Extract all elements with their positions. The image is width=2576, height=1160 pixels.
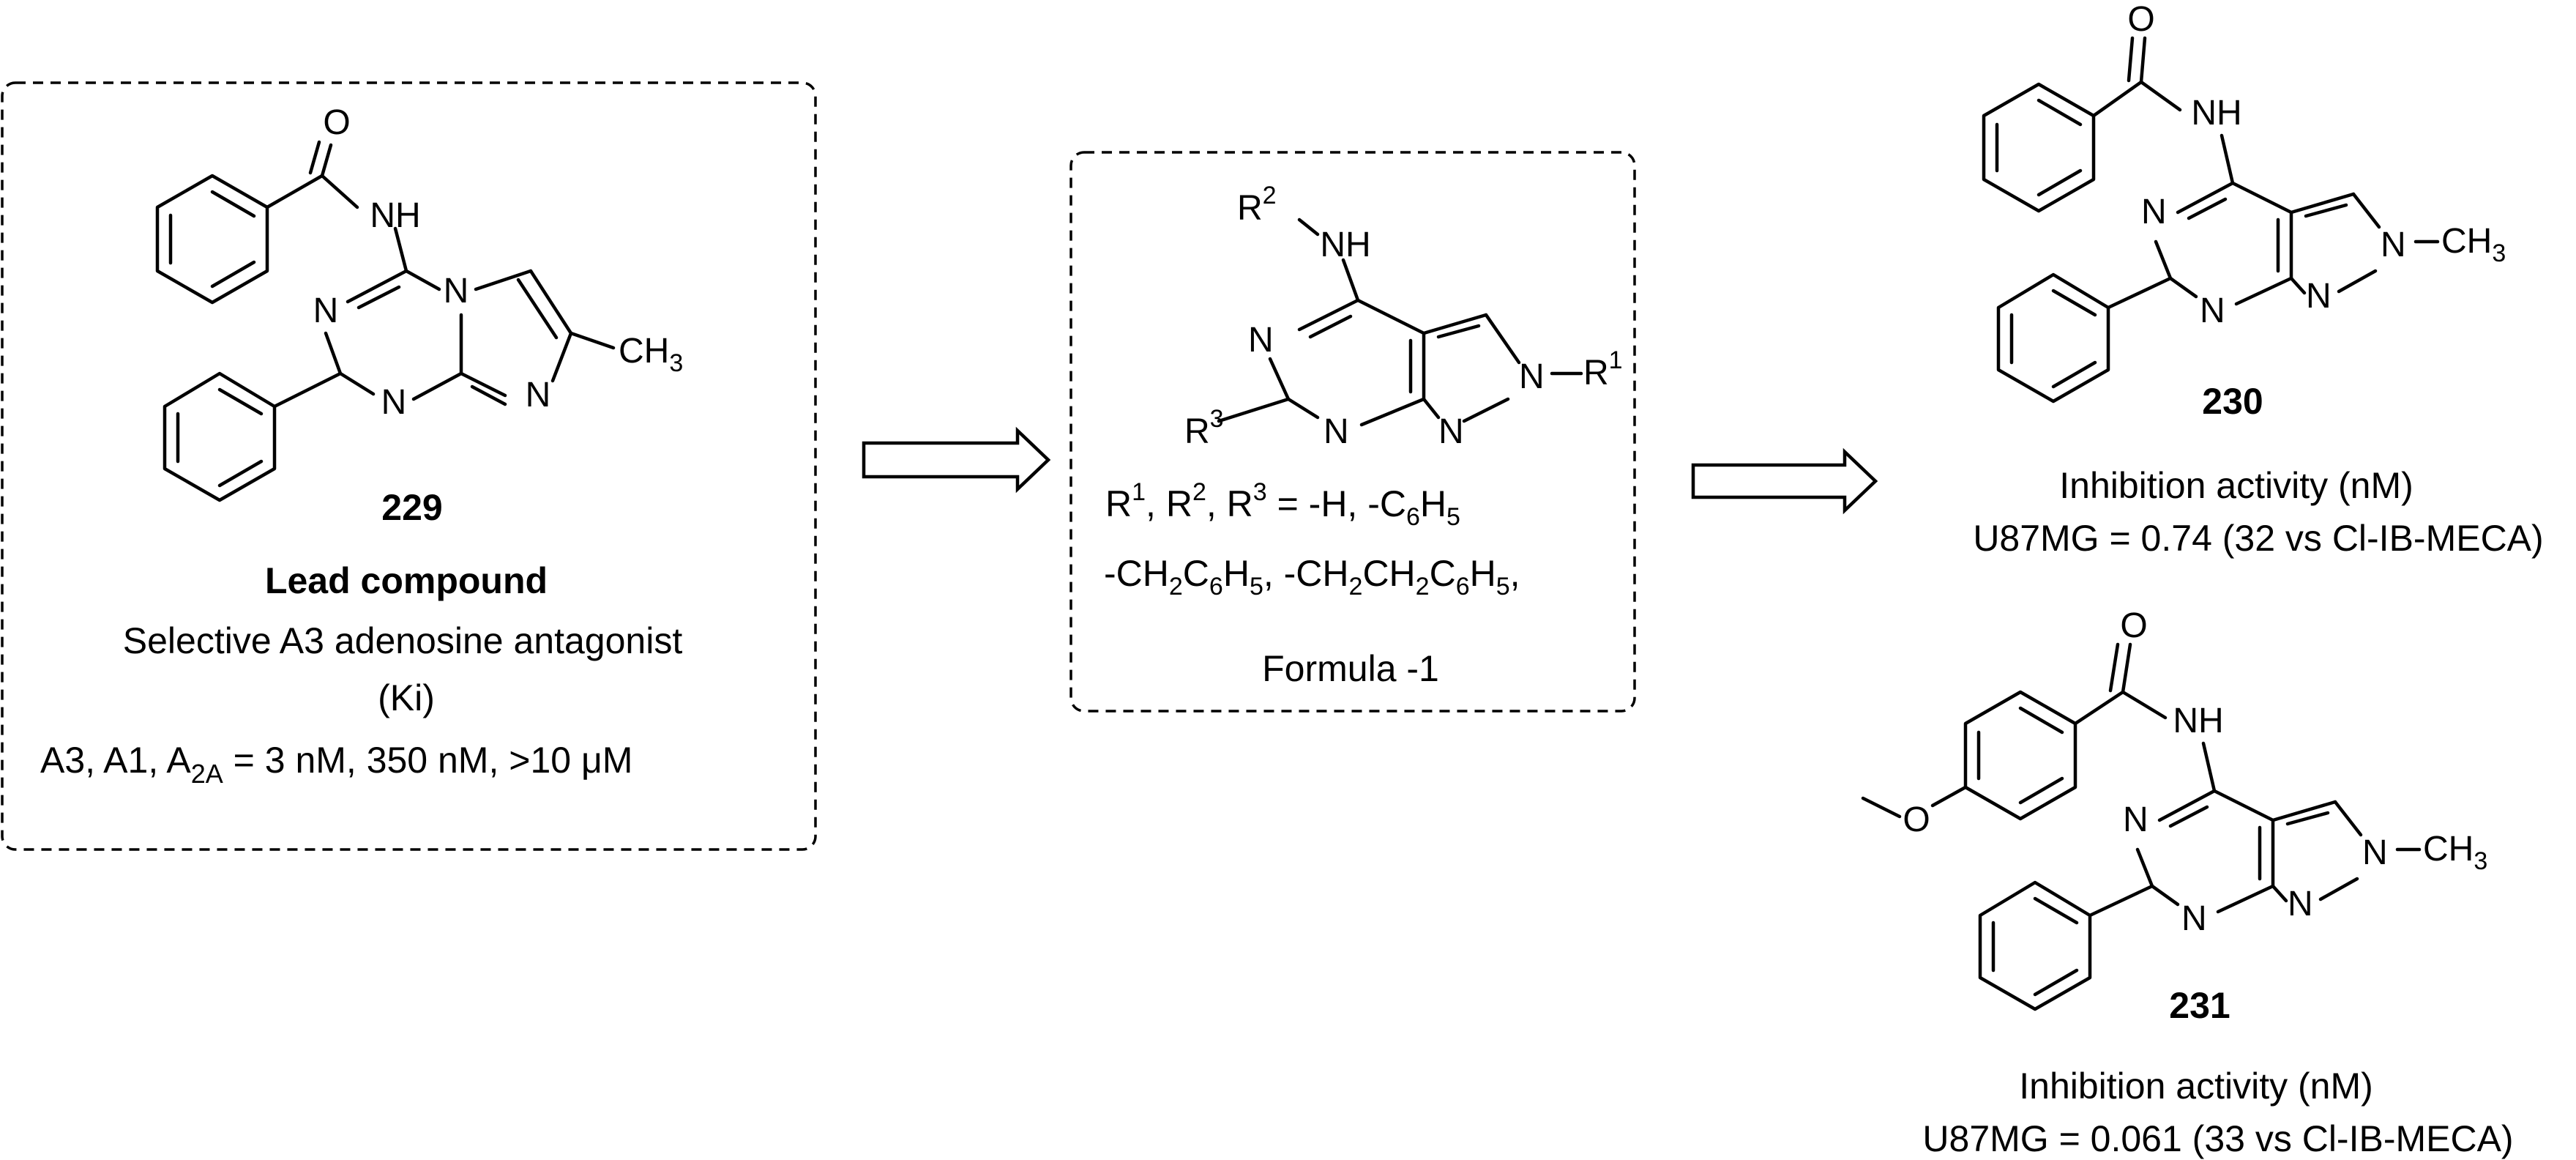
lead-compound-title: Lead compound: [265, 560, 548, 601]
compound-231-panel: O O NH N N N N CH3 231 Inhibition activi…: [1861, 606, 2514, 1159]
c231-methoxy-oxygen-label: O: [1903, 800, 1930, 839]
formula-n-label: N: [1438, 412, 1464, 451]
compound-230-activity-label: Inhibition activity (nM): [2059, 465, 2413, 506]
lead-structure: O NH N N N N CH3: [155, 103, 683, 502]
compound-231-activity-value: U87MG = 0.061 (33 vs Cl-IB-MECA): [1922, 1118, 2513, 1159]
lead-nh-label: NH: [370, 196, 420, 235]
c230-nh-label: NH: [2191, 94, 2241, 133]
lead-n-label: N: [526, 376, 551, 414]
c230-n-label: N: [2200, 291, 2225, 330]
compound-231-number: 231: [2169, 985, 2230, 1026]
compound-230-activity-value: U87MG = 0.74 (32 vs Cl-IB-MECA): [1973, 518, 2543, 559]
c231-phenyl-bottom-ring: [1978, 880, 2092, 1011]
compound-231-activity-label: Inhibition activity (nM): [2019, 1066, 2373, 1107]
compound-230-number: 230: [2202, 381, 2263, 422]
compound-230-panel: O NH N N N N CH3 230 Inhibition activity…: [1973, 0, 2543, 559]
formula-panel: R2 NH N N N N R1 R3 R1, R2, R3 = -H, -C6…: [1069, 151, 1636, 713]
c231-oxygen-label: O: [2120, 606, 2147, 645]
formula-r1-label: R1: [1583, 346, 1623, 393]
formula-caption: Formula -1: [1262, 648, 1439, 689]
lead-phenyl-top-ring: [155, 174, 269, 305]
formula-r2-label: R2: [1237, 182, 1277, 228]
c231-n-label: N: [2123, 800, 2148, 839]
lead-ki-label: (Ki): [378, 677, 435, 718]
formula-n-label: N: [1248, 321, 1274, 360]
formula-substituents-line1: R1, R2, R3 = -H, -C6H5: [1105, 478, 1460, 531]
formula-substituents-line2: -CH2C6H5, -CH2CH2C6H5,: [1104, 553, 1520, 601]
lead-n-label: N: [444, 272, 469, 311]
c230-oxygen-label: O: [2127, 0, 2154, 39]
formula-r3-label: R3: [1184, 405, 1224, 451]
lead-description: Selective A3 adenosine antagonist: [123, 620, 683, 661]
c231-methyl-label: CH3: [2423, 830, 2487, 875]
lead-oxygen-label: O: [323, 103, 350, 142]
formula-box: [1069, 151, 1636, 713]
compound-231-structure: O O NH N N N N CH3: [1861, 606, 2487, 1011]
lead-compound-box: [1, 81, 817, 851]
formula-nh-label: NH: [1320, 226, 1370, 264]
arrow-1: [862, 426, 1051, 494]
lead-phenyl-bottom-ring: [163, 371, 277, 502]
c230-phenyl-bottom-ring: [1996, 272, 2110, 404]
formula-n-label: N: [1324, 412, 1349, 451]
compound-230-structure: O NH N N N N CH3: [1982, 0, 2506, 404]
c231-nh-label: NH: [2173, 702, 2223, 740]
lead-selectivity: A3, A1, A2A = 3 nM, 350 nM, >10 μM: [40, 740, 632, 789]
c230-methyl-label: CH3: [2441, 222, 2506, 267]
c231-n-label: N: [2362, 833, 2388, 872]
c231-n-label: N: [2181, 899, 2207, 938]
lead-compound-number: 229: [381, 487, 442, 528]
c230-n-label: N: [2141, 193, 2167, 231]
lead-n-label: N: [381, 383, 407, 422]
c230-n-label: N: [2306, 277, 2332, 316]
c231-anisole-ring: [1963, 690, 2077, 821]
lead-n-label: N: [313, 291, 339, 330]
lead-methyl-label: CH3: [619, 332, 683, 377]
lead-compound-panel: O NH N N N N CH3 229 Lead compound Selec…: [1, 81, 817, 851]
formula-n-label: N: [1519, 357, 1545, 396]
c231-n-label: N: [2288, 885, 2313, 923]
arrow-2: [1691, 447, 1878, 515]
c230-n-label: N: [2381, 226, 2406, 264]
formula-structure: R2 NH N N N N R1 R3: [1184, 182, 1623, 451]
c230-phenyl-top-ring: [1982, 82, 2096, 213]
